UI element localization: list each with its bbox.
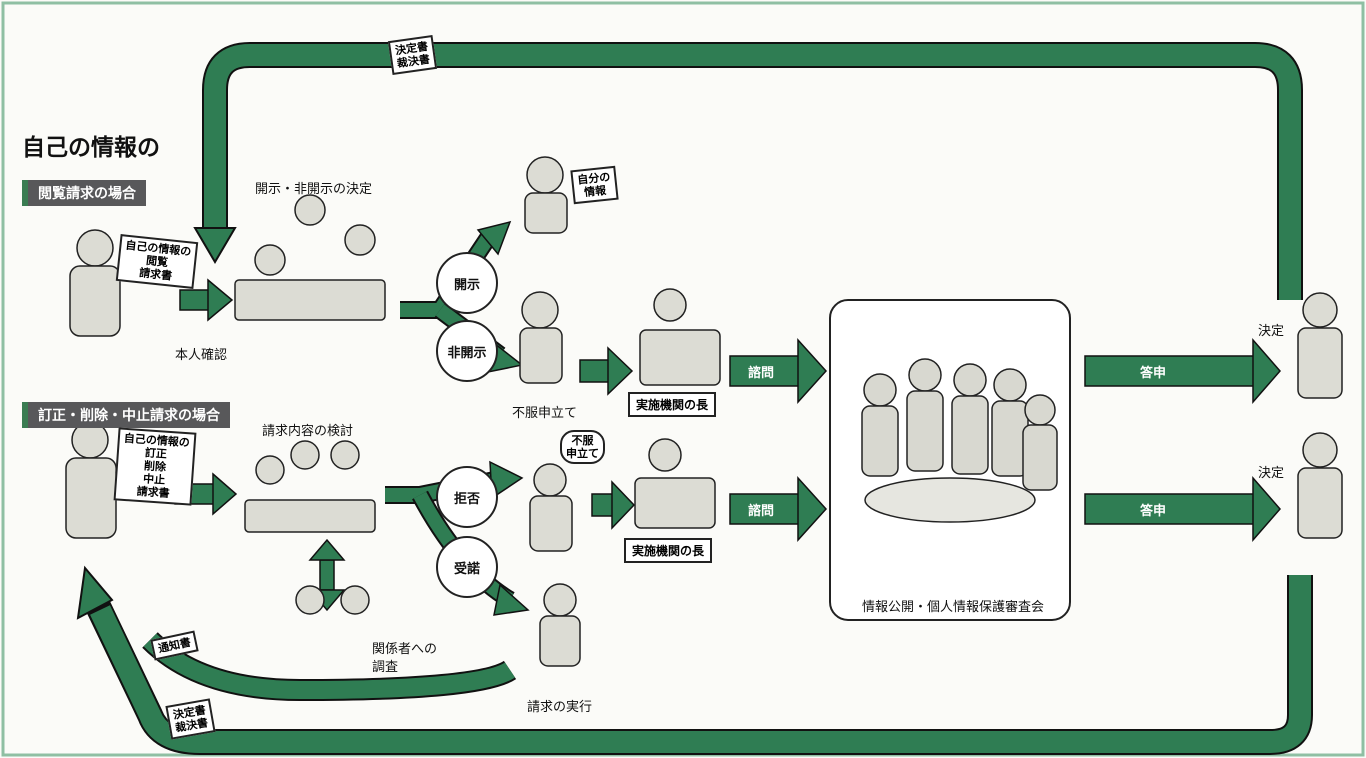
label-disclosure-decision: 開示・非開示の決定 [255,182,373,197]
box-agency-head-bottom: 実施機関の長 [624,538,713,563]
circle-disclose: 開示 [436,252,498,314]
arrow-label-inquiry-top: 諮問 [748,366,775,381]
label-decision-bottom: 決定 [1258,466,1285,481]
doc-view-request: 自己の情報の 閲覧 請求書 [115,234,199,289]
doc-own-info: 自分の 情報 [570,165,619,205]
people-illustrations [65,156,1343,667]
council-members [861,358,1058,491]
arrow-label-report-bottom: 答申 [1140,504,1167,519]
label-identity-check: 本人確認 [175,348,228,363]
arrow-report-top [1084,337,1281,405]
doc-decision-top: 決定書 裁決書 [387,35,438,75]
label-related-party-2: 調査 [372,660,399,675]
label-decision-top: 決定 [1258,324,1285,339]
subtitle-correction-request: 訂正・削除・中止請求の場合 [22,402,230,428]
arrow-inquiry-top [729,338,828,404]
top-loop-head [193,227,237,264]
arrow-inquiry-bottom [729,476,828,542]
speech-objection-line1: 不服 [571,434,594,447]
arrow-label-report-top: 答申 [1140,366,1167,381]
council-table [864,477,1036,523]
exec-loop-arrow [143,633,515,700]
label-related-party-1: 関係者への [372,642,438,657]
label-objection: 不服申立て [512,406,578,421]
top-loop-arrow [204,44,1301,300]
top-loop-outline [202,42,1303,300]
label-request-review: 請求内容の検討 [262,424,354,439]
speech-objection-line2: 申立て [566,447,599,460]
doc-correction-request: 自己の情報の 訂正 削除 中止 請求書 [113,427,197,506]
arrow-objection-to-agency [579,346,634,396]
arrow-refuse-to-agency [591,480,636,530]
doc-own-info-line2: 情報 [583,183,607,200]
arrow-requester-to-decision [179,278,234,322]
subtitle-view-request: 閲覧請求の場合 [22,180,146,206]
label-council: 情報公開・個人情報保護審査会 [862,600,1045,615]
speech-objection: 不服 申立て [560,430,605,464]
page-title: 自己の情報の [22,135,160,161]
bottom-loop-outline [83,575,1313,755]
bottom-loop-arrow [90,575,1311,753]
label-execution: 請求の実行 [527,700,593,715]
circle-refuse: 拒否 [436,466,498,528]
circle-accept: 受諾 [436,536,498,598]
bottom-loop-head [76,565,114,620]
box-agency-head-top: 実施機関の長 [628,392,717,417]
arrow-report-bottom [1084,475,1281,543]
arrow-label-inquiry-bottom: 諮問 [748,504,775,519]
circle-non-disclose: 非開示 [436,320,498,382]
